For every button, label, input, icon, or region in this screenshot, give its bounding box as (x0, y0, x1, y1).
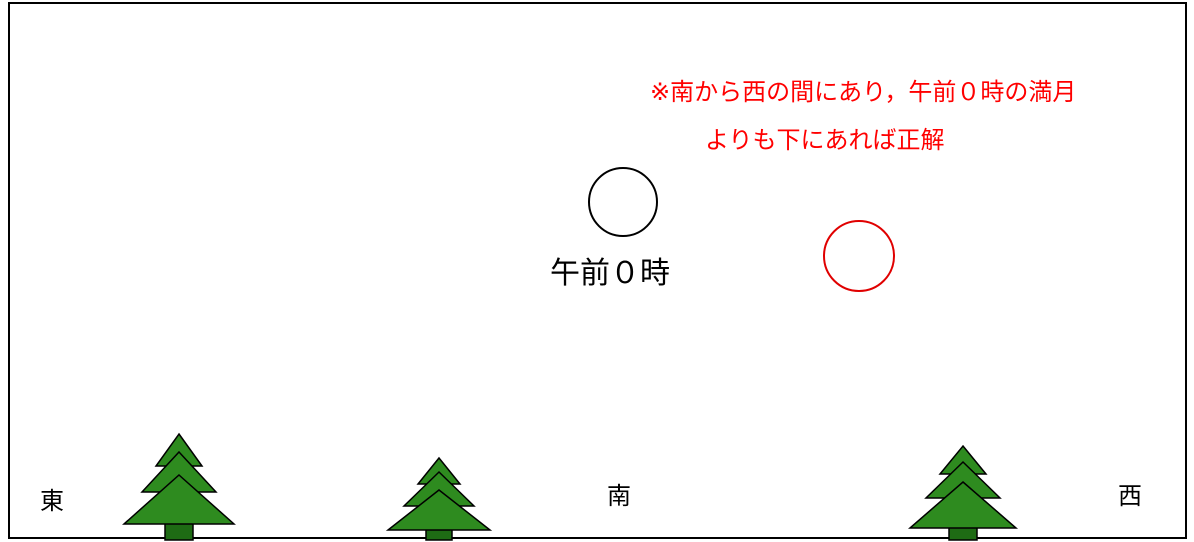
answer-note-line-1: ※南から西の間にあり，午前０時の満月 (650, 78, 1077, 106)
midnight-label: 午前０時 (550, 256, 670, 291)
direction-east: 東 (40, 487, 64, 515)
diagram-frame (8, 2, 1187, 539)
tree-1 (122, 432, 236, 541)
direction-south: 南 (607, 482, 631, 510)
moon-midnight (588, 167, 658, 237)
tree-2 (385, 456, 493, 541)
direction-west: 西 (1118, 482, 1142, 510)
answer-note-line-2: よりも下にあれば正解 (705, 126, 945, 154)
moon-answer (823, 220, 895, 292)
tree-3 (907, 444, 1019, 541)
